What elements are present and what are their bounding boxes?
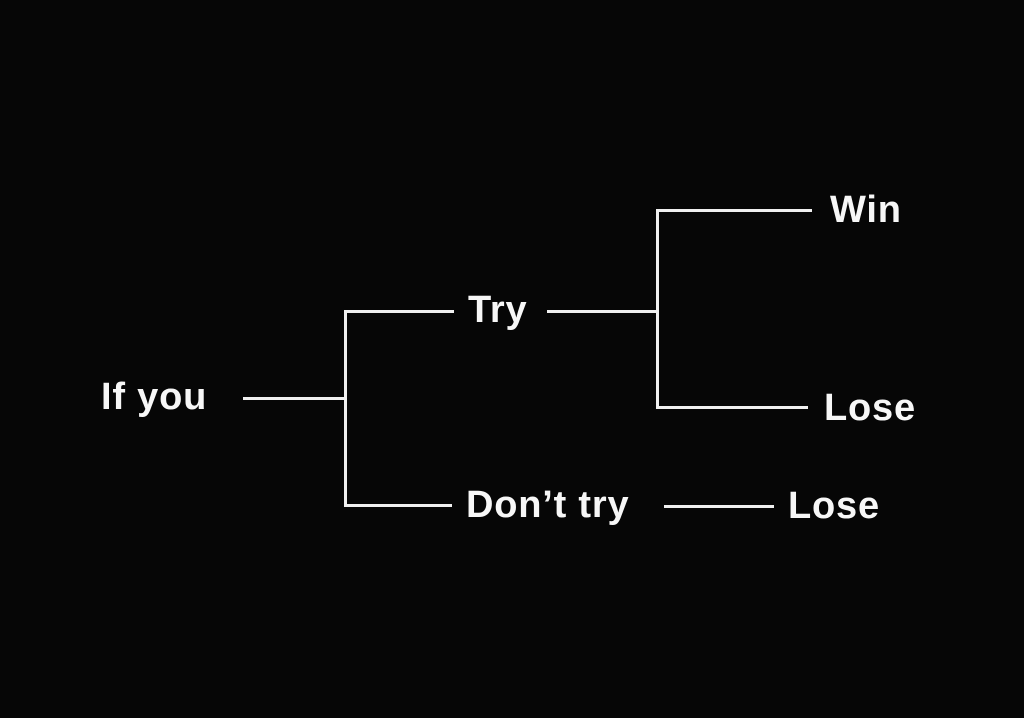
connector-branch-to-try: [344, 310, 454, 313]
node-label-lose-after-try: Lose: [824, 387, 916, 430]
node-label-win: Win: [830, 189, 902, 232]
node-label-dont-try: Don’t try: [466, 484, 630, 527]
connector-dont-try-to-lose: [664, 505, 774, 508]
node-label-if-you: If you: [101, 376, 208, 419]
outcome-bracket-right: [656, 209, 659, 409]
connector-to-win: [656, 209, 812, 212]
connector-root-to-branch: [243, 397, 344, 400]
connector-branch-to-dont-try: [344, 504, 452, 507]
node-label-try: Try: [468, 289, 528, 332]
branch-bracket-left: [344, 310, 347, 507]
connector-try-to-outcomes: [547, 310, 659, 313]
connector-to-lose-after-try: [656, 406, 808, 409]
node-label-lose-after-dont-try: Lose: [788, 485, 880, 528]
